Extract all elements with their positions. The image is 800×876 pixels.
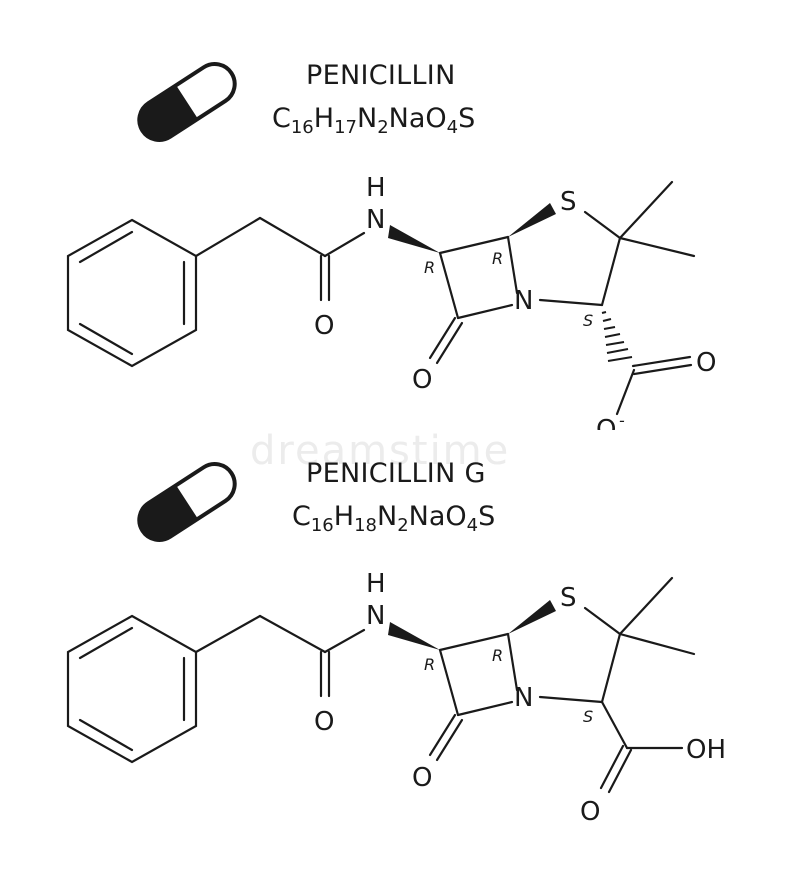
penicillin-panel: PENICILLIN C16H17N2NaO4S: [0, 0, 800, 430]
atom-oh: OH: [686, 735, 726, 765]
atom-n: N: [366, 205, 385, 235]
bond: [583, 606, 622, 636]
bond: [435, 718, 464, 762]
bond: [618, 576, 674, 636]
bond: [323, 628, 366, 654]
negative-charge: -: [619, 411, 625, 430]
atom-h: H: [366, 173, 386, 203]
benzene-double-bond: [78, 626, 134, 660]
bond: [631, 355, 692, 368]
bond: [632, 363, 693, 376]
atom-s: S: [560, 583, 577, 613]
atom-n: N: [366, 601, 385, 631]
bond: [435, 321, 464, 365]
bond: [258, 614, 327, 654]
bond: [600, 700, 629, 750]
bond: [456, 700, 514, 717]
stereo-label: R: [424, 258, 435, 277]
benzene-ring: [66, 614, 198, 764]
bond: [194, 614, 262, 654]
bond: [323, 231, 366, 258]
stereo-label: R: [492, 646, 503, 665]
atom-o: O: [412, 763, 432, 793]
bond: [618, 632, 696, 656]
bond: [258, 216, 327, 258]
structure-diagram: H N O S N O O OH R R S: [66, 569, 726, 827]
watermark: dreamstime: [250, 428, 511, 474]
stereo-label: R: [492, 249, 503, 268]
stereo-label: S: [583, 311, 593, 330]
bond: [600, 632, 622, 704]
atom-h: H: [366, 569, 386, 599]
stereo-label: R: [424, 655, 435, 674]
bond: [506, 235, 519, 295]
atom-o: O: [314, 707, 334, 737]
bond: [428, 316, 457, 360]
bond: [506, 632, 519, 692]
atom-n: N: [514, 683, 533, 713]
capsule-pill-icon: [137, 62, 237, 142]
bond: [194, 216, 262, 258]
bond: [428, 713, 457, 757]
wedge-bond: [508, 203, 556, 237]
bond: [615, 368, 636, 416]
bond: [438, 632, 510, 652]
capsule-pill-icon: [137, 462, 237, 542]
hashed-bond: [601, 311, 633, 362]
bond: [438, 235, 510, 255]
bond: [583, 210, 622, 240]
bond: [607, 748, 633, 794]
atom-o: O: [314, 311, 334, 341]
bond: [618, 180, 674, 240]
bond: [438, 251, 460, 320]
bond: [456, 303, 514, 320]
wedge-bond: [388, 622, 440, 650]
drug-name: PENICILLIN G: [306, 458, 486, 489]
molecular-formula: C16H18N2NaO4S: [292, 501, 496, 536]
bond: [538, 298, 604, 307]
benzene-double-bond: [78, 718, 134, 752]
atom-o: O: [580, 797, 600, 827]
bond: [618, 236, 696, 258]
atom-o: O: [412, 365, 432, 395]
atom-s: S: [560, 187, 577, 217]
bond: [600, 236, 622, 307]
penicillin-g-panel: PENICILLIN G C16H18N2NaO4S: [0, 420, 800, 850]
bond: [599, 744, 625, 790]
atom-n: N: [514, 286, 533, 316]
wedge-bond: [388, 225, 440, 253]
benzene-double-bond: [78, 230, 134, 264]
bond: [438, 648, 460, 717]
atom-o: O: [696, 348, 716, 378]
wedge-bond: [508, 600, 556, 634]
structure-diagram: H N O S N O O O - R R S: [66, 173, 716, 430]
benzene-ring: [66, 218, 198, 368]
benzene-double-bond: [78, 322, 134, 356]
bond: [538, 695, 604, 704]
atom-o: O: [596, 415, 616, 430]
molecular-formula: C16H17N2NaO4S: [272, 103, 476, 138]
stereo-label: S: [583, 707, 593, 726]
drug-name: PENICILLIN: [306, 60, 456, 91]
